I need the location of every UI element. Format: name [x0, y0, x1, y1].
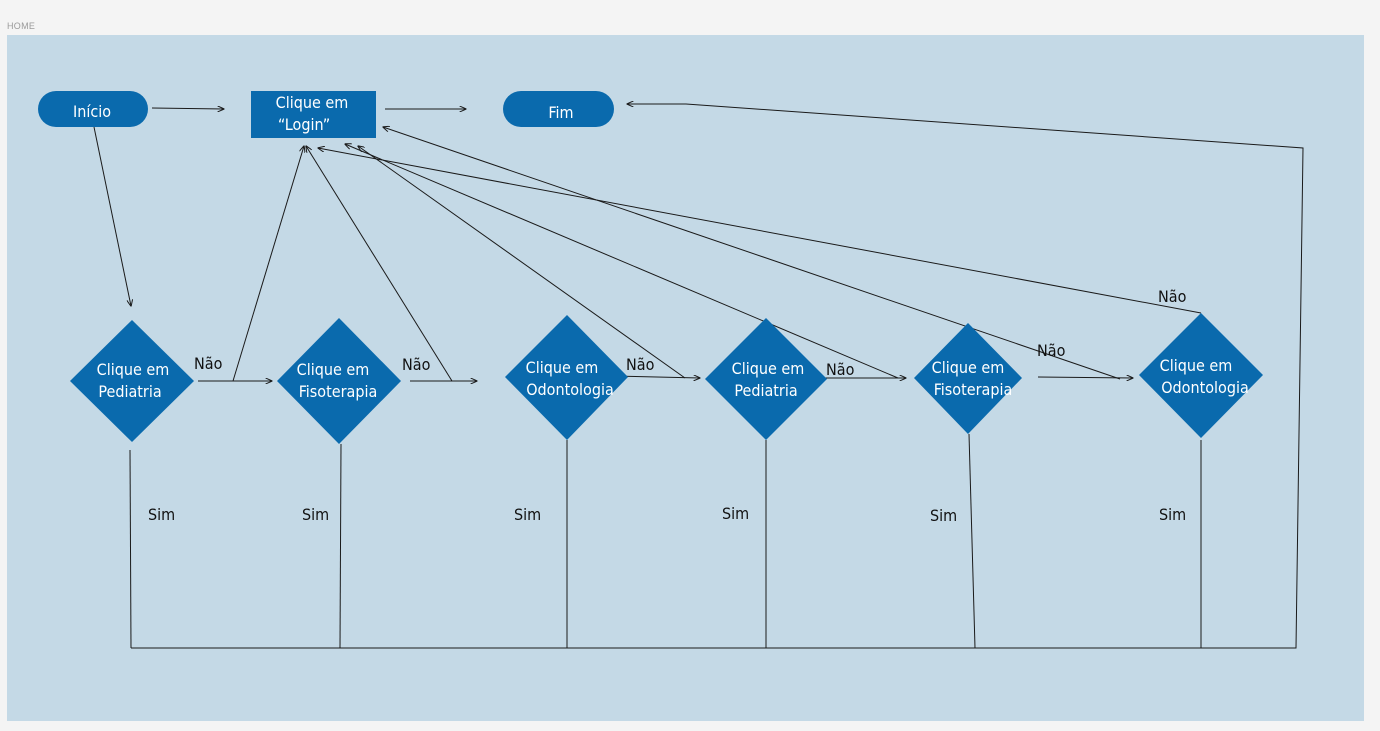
edge-d3-login: [358, 146, 686, 379]
edge-d6-login: [318, 148, 1202, 314]
end-node: Fim: [503, 91, 614, 127]
sim-line-d5: [968, 433, 976, 649]
sim-label-d5: Sim: [930, 506, 957, 525]
d3-line1: Clique em: [526, 358, 599, 377]
edge-d5-d6: [1037, 377, 1133, 378]
d6-line2: Odontologia: [1161, 378, 1249, 397]
start-node: Início: [38, 91, 148, 127]
edge-d1-login: [232, 146, 304, 382]
nao-label-d3: Não: [626, 355, 655, 374]
login-node-line2: “Login”: [278, 115, 330, 134]
decision-d1: Clique em Pediatria: [70, 320, 194, 442]
d2-line2: Fisoterapia: [299, 382, 378, 401]
d4-line2: Pediatria: [734, 381, 797, 400]
edge-d5-login: [383, 127, 1121, 380]
sim-label-d3: Sim: [514, 505, 541, 524]
d1-line2: Pediatria: [98, 382, 161, 401]
decision-d3: Clique em Odontologia: [505, 315, 628, 440]
no-labels: Não Não Não Não Não Não: [194, 287, 1187, 379]
d5-line1: Clique em: [932, 358, 1005, 377]
sim-label-d2: Sim: [302, 505, 329, 524]
yes-labels: Sim Sim Sim Sim Sim Sim: [148, 504, 1186, 525]
decision-d4: Clique em Pediatria: [705, 318, 827, 440]
sim-label-d4: Sim: [722, 504, 749, 523]
decision-d2: Clique em Fisoterapia: [277, 318, 401, 444]
start-node-label: Início: [73, 102, 111, 121]
sim-label-d1: Sim: [148, 505, 175, 524]
d1-line1: Clique em: [97, 360, 170, 379]
nao-label-d2: Não: [402, 355, 431, 374]
nao-label-d6: Não: [1158, 287, 1187, 306]
edge-start-login: [151, 108, 224, 109]
d4-line1: Clique em: [732, 359, 805, 378]
sim-label-d6: Sim: [1159, 505, 1186, 524]
nao-label-d4: Não: [826, 360, 855, 379]
d5-line2: Fisoterapia: [934, 380, 1013, 399]
d6-line1: Clique em: [1160, 356, 1233, 375]
edge-start-d1: [93, 126, 131, 306]
login-node-line1: Clique em: [276, 93, 349, 112]
frame-label: HOME: [7, 21, 36, 31]
nao-label-d5: Não: [1037, 341, 1066, 360]
d3-line2: Odontologia: [526, 380, 614, 399]
nao-label-d1: Não: [194, 354, 223, 373]
d2-line1: Clique em: [297, 360, 370, 379]
login-node: Clique em “Login”: [251, 91, 376, 138]
connectors: [93, 104, 1304, 649]
end-node-label: Fim: [548, 103, 573, 122]
sim-line-d2: [339, 443, 342, 649]
decision-d6: Clique em Odontologia: [1139, 313, 1263, 438]
edge-d4-login: [345, 144, 899, 379]
edge-d2-login: [306, 146, 453, 382]
edge-sim-to-end: [131, 104, 1304, 649]
decision-d5: Clique em Fisoterapia: [914, 323, 1022, 434]
sim-line-d1: [129, 449, 132, 649]
